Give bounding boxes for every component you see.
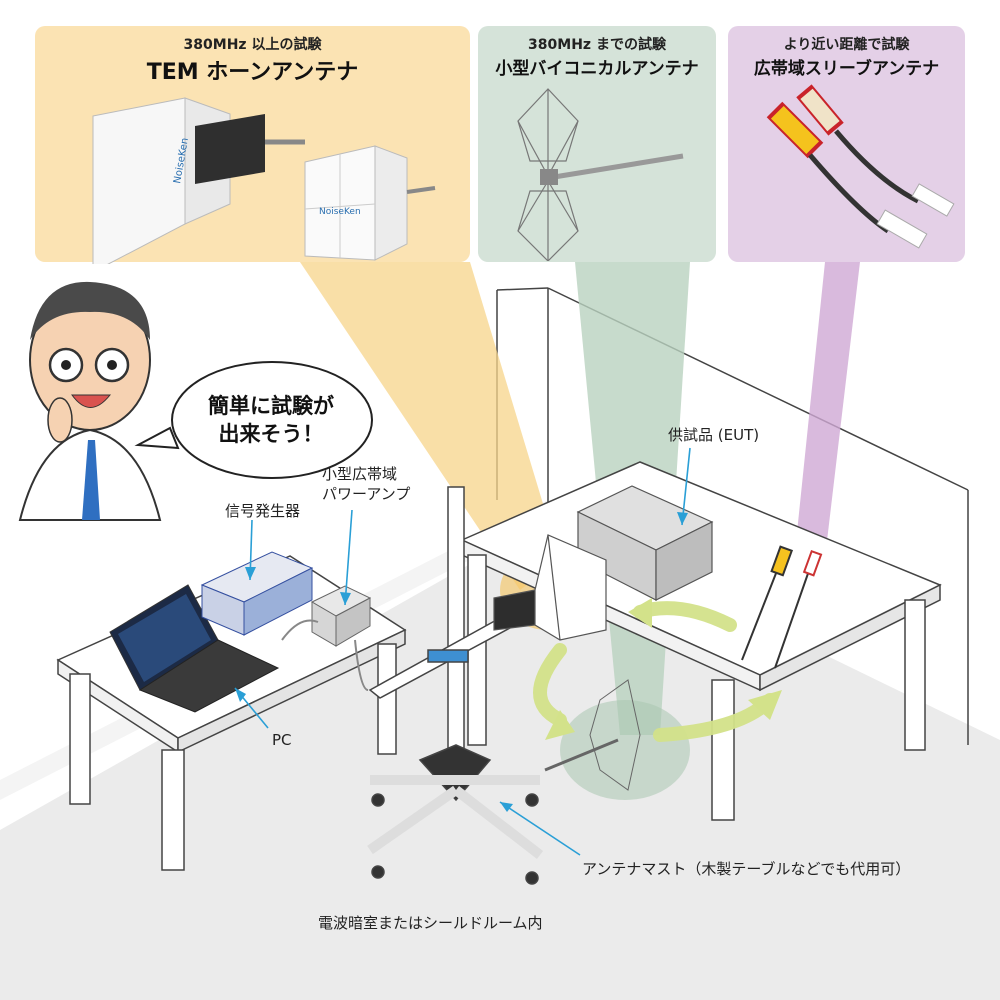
- panel-title: TEM ホーンアンテナ: [146, 60, 359, 85]
- eut-box: [576, 485, 714, 601]
- sleeve-antennas-installed: [741, 545, 823, 669]
- panel-subtitle: より近い距離で試験: [783, 37, 910, 53]
- antenna-mast: [367, 486, 544, 885]
- horn-beam: [300, 262, 560, 590]
- bicon-antenna-installed: [544, 679, 641, 791]
- speech-bubble: [171, 361, 373, 479]
- signal-generator: [200, 551, 314, 636]
- horn-antenna-installed: [493, 534, 607, 641]
- sleeve-antenna-image: [766, 84, 955, 249]
- mast-label: アンテナマスト（木製テーブルなどでも代用可）: [582, 860, 911, 878]
- speech-text: 簡単に試験が 出来そう！: [196, 392, 346, 448]
- amplifier-label-line2: パワーアンプ: [322, 485, 411, 503]
- panel-subtitle: 380MHz までの試験: [528, 37, 666, 53]
- horn-antenna-image: NoiseKen NoiseKen: [92, 97, 436, 264]
- panel-title: 広帯域スリーブアンテナ: [753, 59, 940, 79]
- room-label: 電波暗室またはシールドルーム内: [318, 914, 543, 932]
- speech-line-1: 簡単に試験が: [208, 394, 334, 418]
- pc-label: PC: [272, 731, 292, 749]
- amplifier-label-line1: 小型広帯域: [322, 465, 398, 483]
- laptop: [109, 584, 280, 713]
- sleeve-beam: [790, 262, 860, 600]
- biconical-antenna-image: [517, 88, 684, 261]
- panel-title: 小型バイコニカルアンテナ: [495, 59, 699, 79]
- panel-sleeve: より近い距離で試験 広帯域スリーブアンテナ: [728, 26, 965, 262]
- brand-label: NoiseKen: [319, 207, 361, 217]
- panel-subtitle: 380MHz 以上の試験: [183, 37, 322, 53]
- engineer-character: [18, 281, 162, 521]
- panel-tem-horn: 380MHz 以上の試験 TEM ホーンアンテナ NoiseKen NoiseK…: [35, 26, 470, 264]
- panel-biconical: 380MHz までの試験 小型バイコニカルアンテナ: [478, 26, 716, 262]
- speech-line-2: 出来そう！: [218, 422, 324, 446]
- eut-label: 供試品 (EUT): [668, 426, 760, 444]
- signal-generator-label: 信号発生器: [225, 502, 301, 520]
- power-amplifier: [310, 585, 372, 647]
